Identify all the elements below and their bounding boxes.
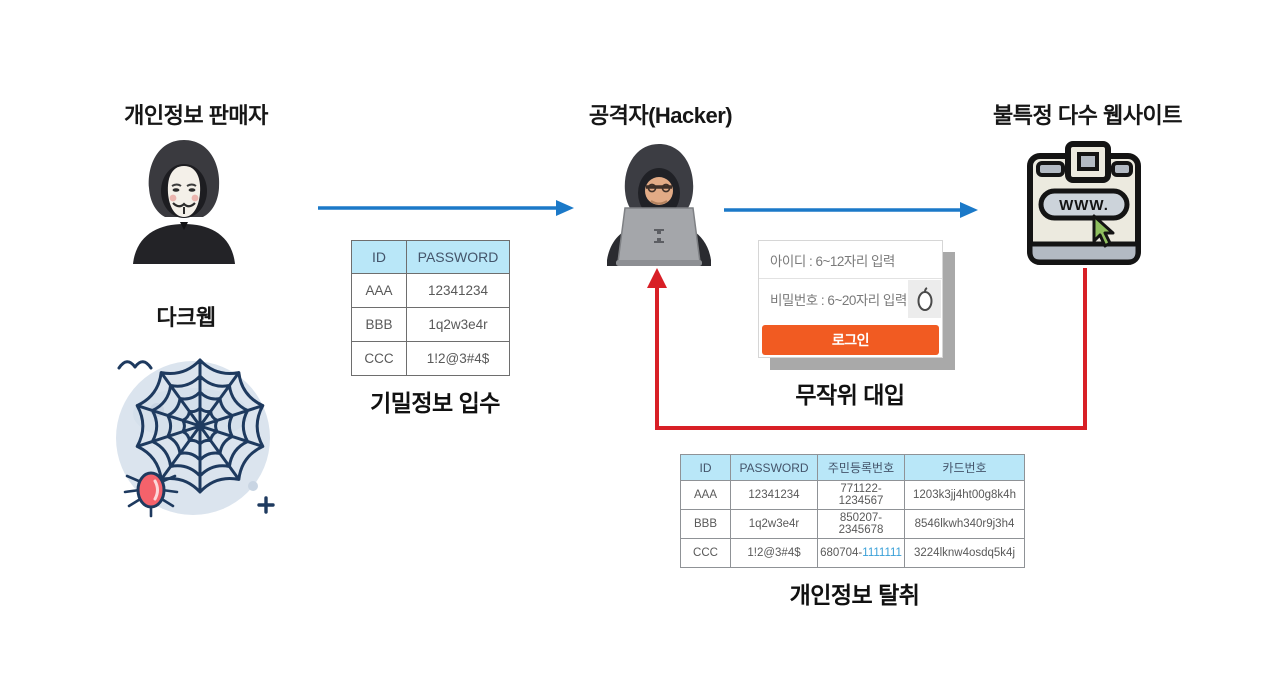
table-cell: 1q2w3e4r [730,509,818,539]
table-cell: 771122-1234567 [817,480,905,510]
plus-glyph [257,496,275,514]
table-cell: BBB [351,307,407,342]
attacker-title: 공격자(Hacker) [588,103,733,128]
login-form: 아이디 : 6~12자리 입력 비밀번호 : 6~20자리 입력 로그인 [758,240,943,358]
table-cell: 680704-1111111 [817,538,905,568]
bird-glyph [117,360,153,370]
id-placeholder: 아이디 : 6~12자리 입력 [770,253,895,269]
credentials-caption: 기밀정보 입수 [370,390,500,416]
column-header: ID [351,240,407,274]
table-cell: 850207-2345678 [817,509,905,539]
darkweb-title: 다크웹 [156,305,216,330]
blue-arrow-attacker-to-websites [724,202,978,218]
anonymous-hacker-icon [121,134,247,271]
column-header: 카드번호 [904,454,1025,481]
table-cell: 1q2w3e4r [406,307,510,342]
blue-arrow-seller-to-attacker [318,200,574,216]
cursor-glyph [1092,214,1115,248]
bruteforce-caption: 무작위 대입 [795,382,905,408]
table-cell: BBB [680,509,731,539]
column-header: PASSWORD [406,240,510,274]
www-browser-icon: WWW. [1024,140,1144,273]
table-cell: 1203k3jj4ht00g8k4h [904,480,1025,510]
seller-title: 개인정보 판매자 [124,103,268,128]
login-button[interactable]: 로그인 [762,325,939,355]
mouse-icon [908,280,941,318]
table-cell: AAA [680,480,731,510]
column-header: 주민등록번호 [817,454,905,481]
table-cell: CCC [680,538,731,568]
spider-glyph [123,471,179,518]
table-cell: 12341234 [730,480,818,510]
www-label: WWW. [1059,197,1109,214]
hacker-laptop-icon [597,138,721,273]
table-cell: AAA [351,273,407,308]
column-header: ID [680,454,731,481]
password-placeholder: 비밀번호 : 6~20자리 입력 [770,293,907,308]
spider-web-icon [103,338,287,535]
stolen-caption: 개인정보 탈취 [789,582,920,608]
table-cell: 12341234 [406,273,510,308]
table-cell: CCC [351,341,407,376]
table-cell: 8546lkwh340r9j3h4 [904,509,1025,539]
id-input[interactable]: 아이디 : 6~12자리 입력 [759,241,942,279]
password-input[interactable]: 비밀번호 : 6~20자리 입력 [759,279,942,319]
column-header: PASSWORD [730,454,818,481]
table-cell: 3224lknw4osdq5k4j [904,538,1025,568]
websites-title: 불특정 다수 웹사이트 [993,103,1182,128]
table-cell: 1!2@3#4$ [406,341,510,376]
table-cell: 1!2@3#4$ [730,538,818,568]
